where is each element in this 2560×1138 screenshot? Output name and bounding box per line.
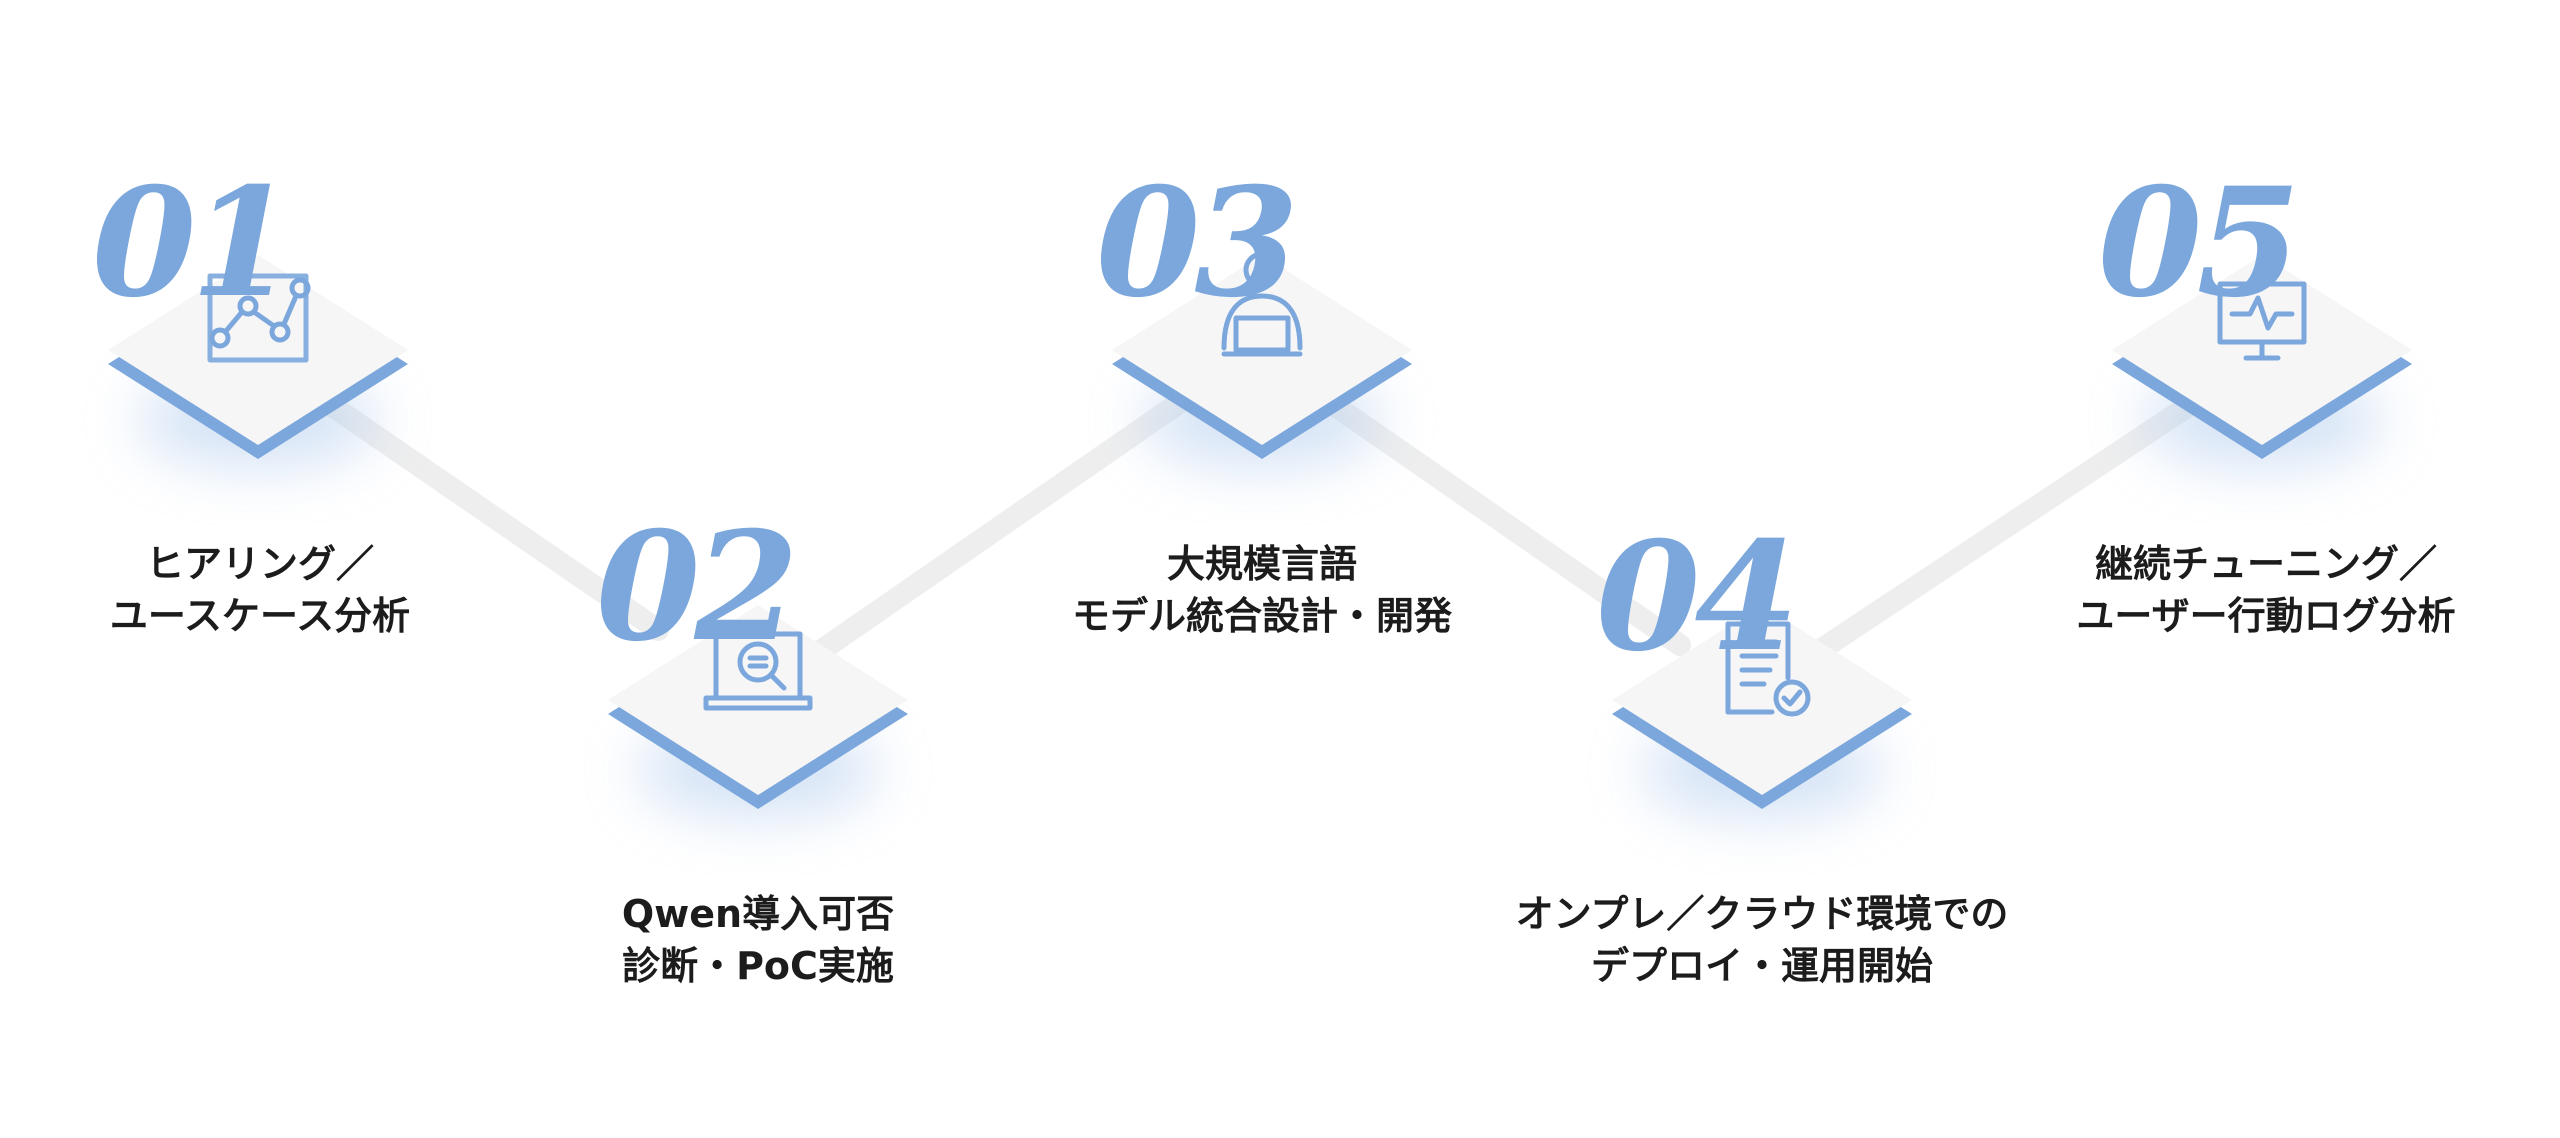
step-number-01: 01 [92, 155, 295, 331]
laptop-search-icon [703, 631, 813, 711]
connector-02-03 [753, 374, 1216, 701]
step-label-03-line2: モデル統合設計・開発 [1071, 594, 1452, 638]
step-number-04: 04 [1596, 509, 1799, 685]
document-check-icon [1725, 621, 1811, 717]
step-label-02: Qwen導入可否 診断・PoC実施 [498, 888, 1018, 992]
step-label-02-line1: Qwen導入可否 [621, 892, 895, 936]
step-number-02: 02 [596, 499, 799, 675]
step-label-05-line1: 継続チューニング／ [2094, 542, 2437, 586]
step-label-05-line2: ユーザー行動ログ分析 [2076, 594, 2456, 638]
step-label-01-line1: ヒアリング／ [145, 542, 374, 586]
step-label-01: ヒアリング／ ユースケース分析 [0, 538, 520, 642]
step-label-04-line1: オンプレ／クラウド環境での [1515, 892, 2009, 936]
step-label-01-line2: ユースケース分析 [109, 594, 411, 638]
step-label-04: オンプレ／クラウド環境での デプロイ・運用開始 [1502, 888, 2022, 992]
step-number-03: 03 [1096, 155, 1299, 331]
connector-04-05 [1749, 374, 2231, 701]
step-tile-01 [108, 255, 408, 468]
step-label-04-line2: デプロイ・運用開始 [1590, 944, 1933, 988]
step-label-05: 継続チューニング／ ユーザー行動ログ分析 [2006, 538, 2526, 642]
step-label-03: 大規模言語 モデル統合設計・開発 [1002, 538, 1522, 642]
step-label-02-line2: 診断・PoC実施 [622, 944, 894, 988]
monitor-pulse-icon [2217, 281, 2307, 361]
person-laptop-icon [1221, 251, 1303, 357]
step-number-05: 05 [2098, 155, 2301, 331]
step-label-03-line1: 大規模言語 [1166, 542, 1357, 586]
analytics-chart-icon [207, 273, 311, 363]
